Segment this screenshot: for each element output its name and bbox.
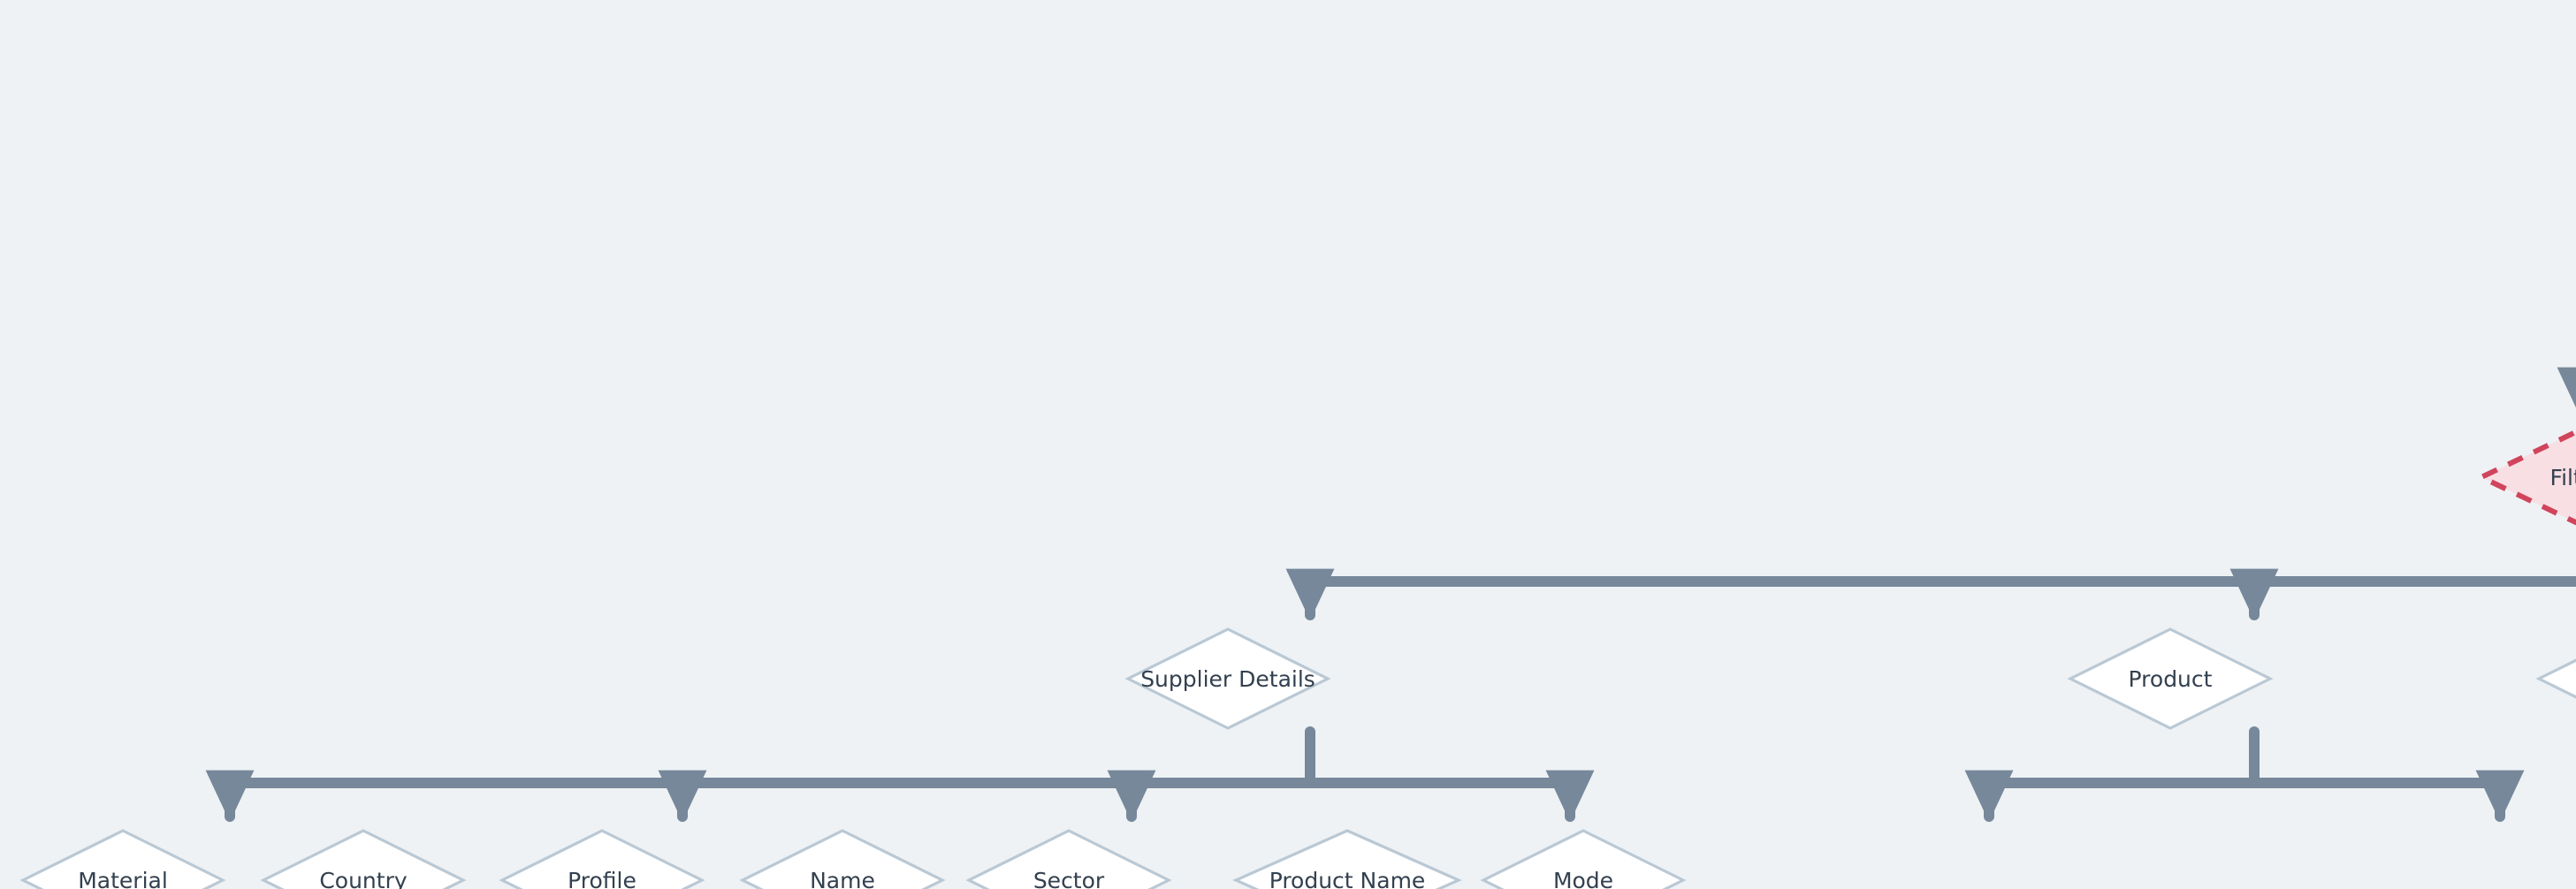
node-product-name[interactable]: Product Name [1232, 829, 1462, 889]
node-name[interactable]: Name [739, 829, 946, 889]
node-profile[interactable]: Profile [499, 829, 705, 889]
node-sector[interactable]: Sector [965, 829, 1172, 889]
node-mode[interactable]: Mode [1480, 829, 1687, 889]
node-supplier-details[interactable]: Supplier Details [1124, 627, 1331, 730]
node-risk-factor[interactable]: Risk Factor [2535, 627, 2576, 730]
node-filters[interactable]: Filters [2479, 426, 2576, 528]
node-country[interactable]: Country [260, 829, 467, 889]
node-material[interactable]: Material [19, 829, 226, 889]
node-product[interactable]: Product [2067, 627, 2274, 730]
